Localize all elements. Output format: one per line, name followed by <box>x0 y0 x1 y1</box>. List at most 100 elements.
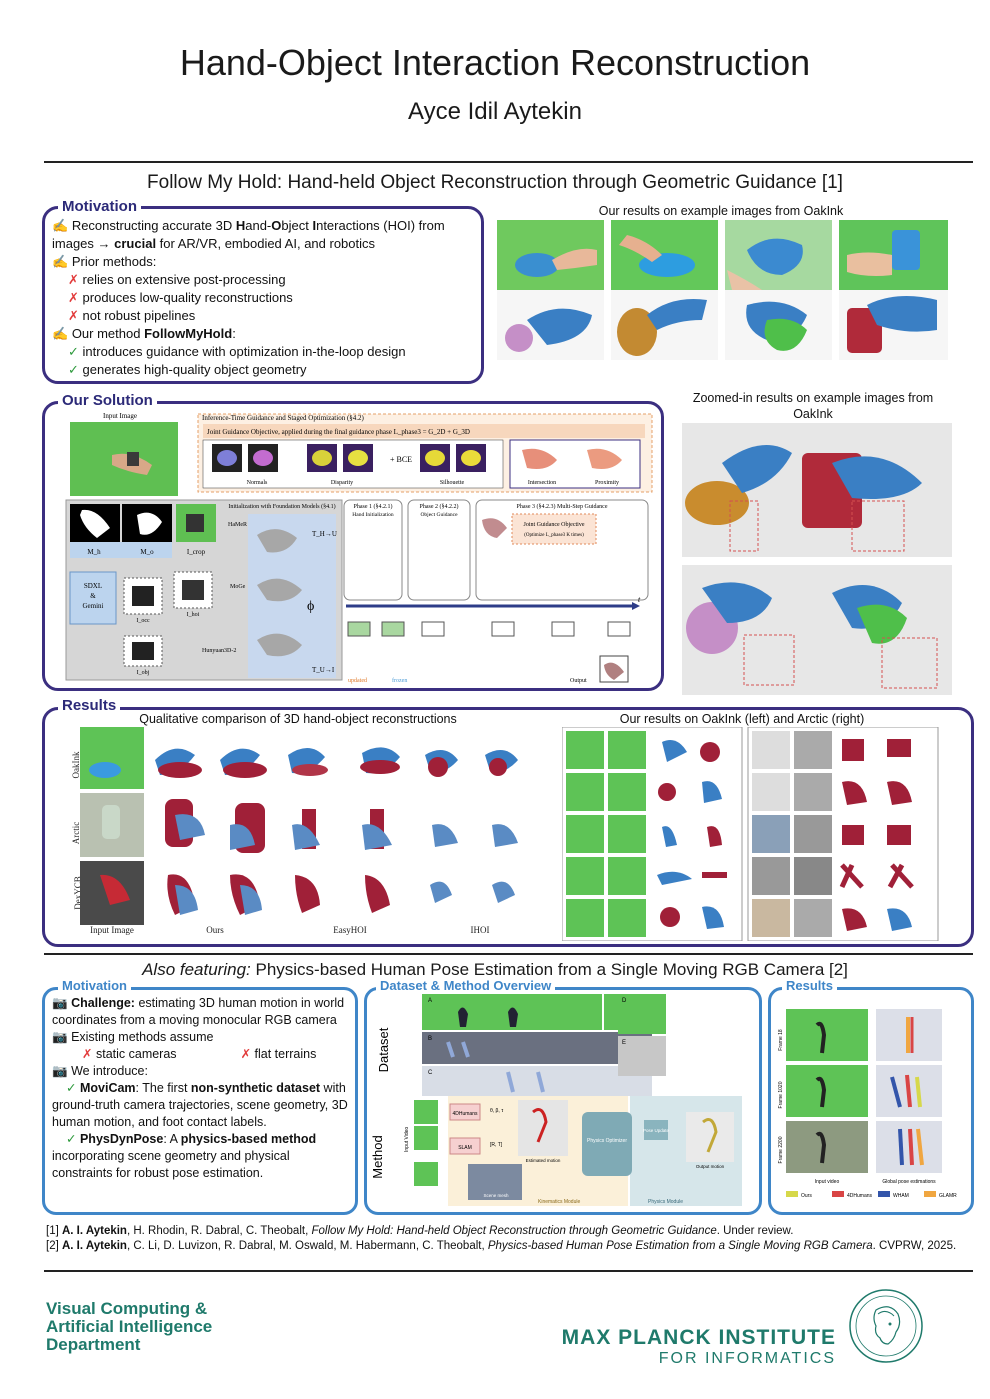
slam-label: SLAM <box>458 1145 472 1151</box>
cross-icon: ✗ <box>68 272 79 287</box>
cross-icon: ✗ <box>82 1047 93 1061</box>
method-side-label: Method <box>370 1135 385 1178</box>
silhouette-label: Silhouette <box>440 480 465 486</box>
col-label-input: Input Image <box>90 925 134 935</box>
cross-icon: ✗ <box>240 1047 252 1061</box>
method-item: ✓ generates high-quality object geometry <box>68 362 307 377</box>
oakink-results-row <box>155 747 518 778</box>
estimated-motion-label: Estimated motion <box>526 1158 561 1163</box>
result-image-2 <box>611 220 718 360</box>
zoomed-caption: Zoomed-in results on example images from… <box>692 391 934 421</box>
motivation-line2: images → crucial for AR/VR, embodied AI,… <box>52 236 376 251</box>
pen-icon: ✍ <box>52 254 69 269</box>
legend-swatch <box>786 1191 798 1197</box>
col-label-ours: Ours <box>206 925 224 935</box>
poster-author: Ayce Idil Aytekin <box>408 98 582 125</box>
s2-motivation-label: Motivation <box>58 978 131 993</box>
i-crop-label: I_crop <box>187 548 206 556</box>
check-icon: ✓ <box>68 344 79 359</box>
introduce-line: 📷 We introduce: <box>52 1064 148 1078</box>
r-t-label: [R, T] <box>490 1142 503 1148</box>
method-item: ✓ introduces guidance with optimization … <box>68 344 406 359</box>
prior-methods-label: ✍ Prior methods: <box>52 254 157 269</box>
disparity-label: Disparity <box>331 480 353 486</box>
oakink-arctic-caption: Our results on OakInk (left) and Arctic … <box>619 712 865 726</box>
hamer-label: HaMeR <box>228 522 247 528</box>
check-icon: ✓ <box>66 1081 77 1095</box>
panel-letter-e: E <box>622 1040 626 1046</box>
phase2-label: Phase 2 (§4.2.2) <box>420 503 459 510</box>
department-name: Visual Computing & Artificial Intelligen… <box>46 1299 213 1354</box>
challenge-line: 📷 Challenge: estimating 3D human motion … <box>52 996 345 1027</box>
physics-optimizer-label: Physics Optimizer <box>587 1138 627 1144</box>
mpi-logo-text: MAX PLANCK INSTITUTE FOR INFORMATICS <box>561 1326 836 1367</box>
oakink-results-caption: Our results on example images from OakIn… <box>598 204 844 218</box>
theta-beta-tau-label: θ, β, τ <box>490 1108 503 1114</box>
t-hu-label: T_H→U <box>312 530 337 538</box>
frame-1020-label: Frame 1020 <box>778 1081 784 1108</box>
legend-swatch <box>878 1191 890 1197</box>
solution-label: Our Solution <box>58 392 157 409</box>
joint-box-label: Joint Guidance Objective <box>524 522 585 528</box>
updated-label: updated <box>348 678 367 684</box>
intersection-label: Intersection <box>528 480 556 486</box>
panel-letter-d: D <box>622 998 627 1004</box>
frame-2200-label: Frame 2200 <box>778 1136 784 1163</box>
oakink-arctic-grid <box>562 727 942 941</box>
motivation-label: Motivation <box>58 198 141 215</box>
camera-icon: 📷 <box>52 996 68 1010</box>
footer-divider <box>44 1270 973 1272</box>
phase3-label: Phase 3 (§4.2.3) Multi-Step Guidance <box>517 503 608 510</box>
result-image-1 <box>497 220 604 360</box>
col-label-ihoi: IHOI <box>470 925 490 935</box>
prior-item: ✗ relies on extensive post-processing <box>68 272 286 287</box>
input-image-label: Input Image <box>103 412 137 420</box>
t-axis-label: t <box>638 595 641 604</box>
references: [1] A. I. Aytekin, H. Rhodin, R. Dabral,… <box>46 1224 966 1254</box>
hunyuan-label: Hunyuan3D-2 <box>202 648 236 654</box>
prior-item: ✗ not robust pipelines <box>68 308 196 323</box>
motivation-line1: ✍ Reconstructing accurate 3D Hand-Object… <box>52 218 445 233</box>
cross-icon: ✗ <box>68 290 79 305</box>
joint-objective-text: Joint Guidance Objective, applied during… <box>207 428 470 436</box>
section2-title: Also featuring: Physics-based Human Pose… <box>142 960 848 979</box>
s2-motivation-box <box>42 987 358 1215</box>
result-image-4 <box>839 220 948 360</box>
camera-icon: 📷 <box>52 1064 68 1078</box>
t-ui-label: T_U→I <box>312 666 335 674</box>
motivation-text: ✍ Reconstructing accurate 3D Hand-Object… <box>52 217 480 379</box>
qualitative-caption: Qualitative comparison of 3D hand-object… <box>139 712 457 726</box>
physdynpose-line: ✓ PhysDynPose: A physics-based method in… <box>52 1132 317 1180</box>
s2-results-label: Results <box>782 978 837 993</box>
legend-label: Ours <box>801 1193 812 1199</box>
m-h-label: M_h <box>87 548 101 556</box>
reference-2: [2] A. I. Aytekin, C. Li, D. Luvizon, R.… <box>46 1240 957 1252</box>
assume-line: ✗ static cameras✗ flat terrains <box>82 1047 317 1061</box>
frame-18-label: Frame 18 <box>778 1029 784 1051</box>
phi-label: ϕ <box>307 599 314 614</box>
legend-label: GLAMR <box>939 1193 957 1199</box>
input-video-label: Input Video <box>404 1127 410 1152</box>
check-icon: ✓ <box>66 1132 77 1146</box>
moge-label: MoGe <box>230 584 246 590</box>
proximity-label: Proximity <box>595 480 619 486</box>
joint-box-sub: (Optimize L_phase3 K times) <box>524 533 584 538</box>
normals-label: Normals <box>247 480 268 486</box>
our-method-line: ✍ Our method FollowMyHold: <box>52 326 236 341</box>
s2-motivation-text: 📷 Challenge: estimating 3D human motion … <box>52 995 352 1182</box>
pose-update-label: Pose Update <box>643 1128 670 1133</box>
poster-title: Hand-Object Interaction Reconstruction <box>179 42 811 83</box>
pen-icon: ✍ <box>52 326 69 341</box>
panel-letter-a: A <box>428 998 432 1004</box>
i-obj-label: I_obj <box>137 670 150 676</box>
dexycb-results-row <box>167 874 515 915</box>
phase1-label: Phase 1 (§4.2.1) <box>354 503 393 510</box>
legend-label: WHAM <box>893 1193 909 1199</box>
global-pose-caption: Global pose estimations <box>882 1179 936 1185</box>
init-title: Initialization with Foundation Models (§… <box>228 503 335 510</box>
i-hoi-label: I_hoi <box>187 612 200 618</box>
frozen-label: frozen <box>392 677 407 684</box>
phase1-sub: Hand Initialization <box>352 512 394 518</box>
phase2-sub: Object Guidance <box>420 512 458 518</box>
